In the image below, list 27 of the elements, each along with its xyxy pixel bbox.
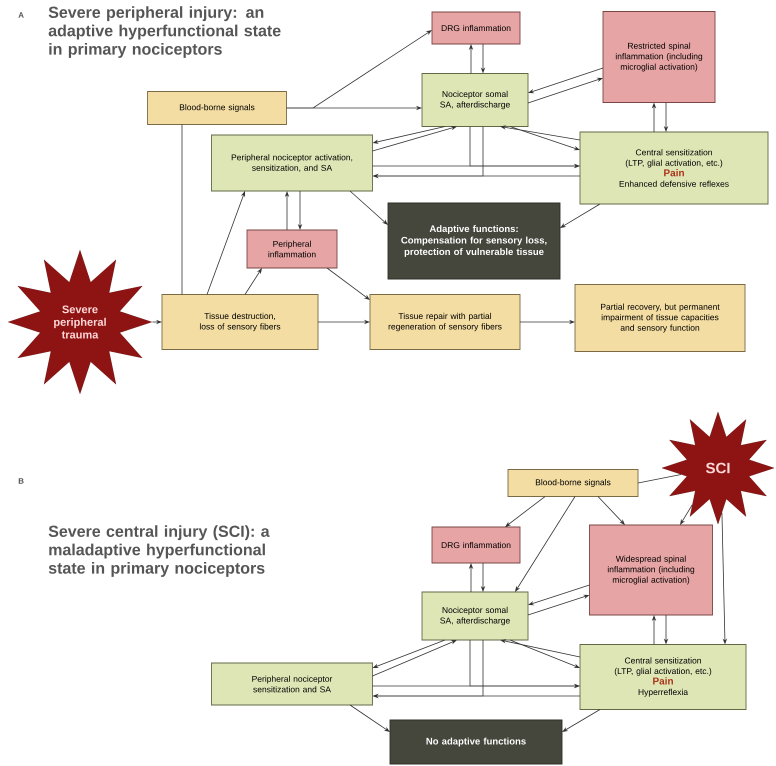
process-box: Tissue destruction, loss of sensory fibers bbox=[162, 294, 318, 350]
process-box: Nociceptor somal SA, afterdischarge bbox=[422, 73, 528, 127]
process-box: Partial recovery, but permanent impairment of tissue capacities and sensory function bbox=[574, 284, 746, 352]
process-box: Peripheral nociceptor activation, sensitization, and SA bbox=[211, 134, 373, 192]
process-box: Central sensitization (LTP, glial activation, etc.) Pain Hyperreflexia bbox=[580, 644, 746, 710]
inflammation-box: Peripheral inflammation bbox=[246, 230, 338, 268]
inflammation-box: DRG inflammation bbox=[432, 526, 520, 564]
injury-starburst: SCI bbox=[662, 412, 774, 524]
process-box: Blood-borne signals bbox=[147, 91, 287, 125]
outcome-box: Adaptive functions: Compensation for sensory loss, protection of vulnerable tissue bbox=[388, 202, 560, 280]
panel-heading: Severe central injury (SCI): a maladaptive hyperfunctional state in primary nociceptors bbox=[48, 525, 270, 577]
process-box: Blood-borne signals bbox=[508, 469, 638, 497]
panel-letter: B bbox=[18, 478, 24, 484]
arrow bbox=[598, 496, 625, 525]
panel-letter: A bbox=[18, 12, 24, 18]
inflammation-box: Widespread spinal inflammation (including microglial activation) bbox=[589, 524, 713, 616]
injury-starburst: Severe peripheral trauma bbox=[8, 250, 152, 394]
panel-heading: Severe peripheral injury: an adaptive hyperfunctional state in primary nociceptors bbox=[48, 6, 281, 58]
arrow bbox=[350, 190, 388, 225]
inflammation-box: DRG inflammation bbox=[432, 12, 520, 44]
process-box: Central sensitization (LTP, glial activation, etc.) Pain Enhanced defensive reflexes bbox=[580, 132, 768, 204]
process-box: Tissue repair with partial regeneration of sensory fibers bbox=[370, 294, 520, 350]
inflammation-box: Restricted spinal inflammation (including microglial activation) bbox=[602, 11, 716, 103]
connector-line bbox=[638, 474, 682, 484]
process-box: Peripheral nociceptor sensitization and SA bbox=[211, 662, 373, 706]
outcome-box: No adaptive functions bbox=[390, 720, 562, 764]
process-box: Nociceptor somal SA, afterdischarge bbox=[422, 592, 528, 640]
